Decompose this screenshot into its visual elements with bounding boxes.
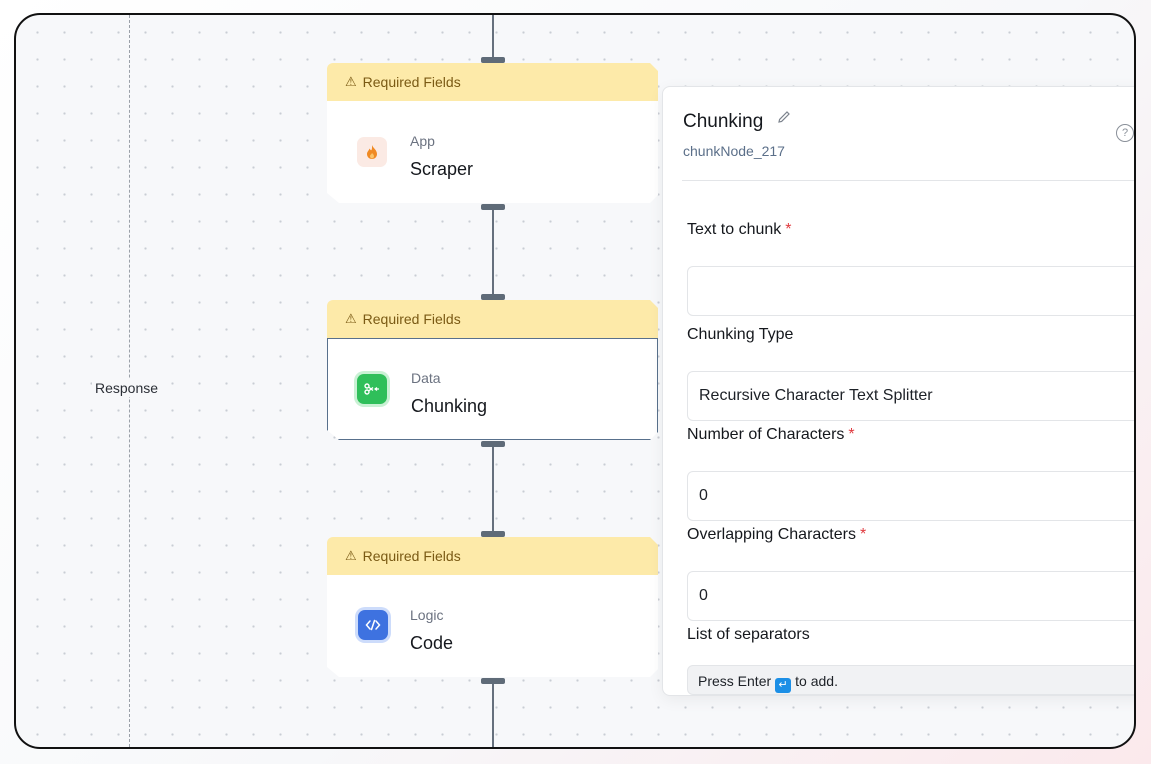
warning-text: Required Fields bbox=[362, 311, 461, 327]
warning-icon: ⚠ bbox=[345, 548, 357, 563]
edge bbox=[492, 443, 494, 534]
node-chunking[interactable]: ⚠ Required Fields Data Chunking bbox=[327, 300, 658, 440]
node-name: Scraper bbox=[410, 159, 474, 179]
warning-text: Required Fields bbox=[362, 548, 461, 564]
warning-icon: ⚠ bbox=[345, 74, 357, 89]
help-icon[interactable]: ? bbox=[1116, 124, 1134, 142]
node-category: Data bbox=[411, 370, 441, 386]
required-fields-banner: ⚠ Required Fields bbox=[327, 63, 658, 101]
required-fields-banner: ⚠ Required Fields bbox=[327, 537, 658, 575]
group-label: Response bbox=[92, 379, 162, 397]
node-input-handle[interactable] bbox=[481, 294, 505, 300]
node-card[interactable]: Logic Code bbox=[327, 575, 658, 677]
fire-icon bbox=[357, 137, 387, 167]
pencil-icon[interactable] bbox=[776, 109, 792, 130]
required-marker: * bbox=[785, 221, 792, 238]
separators-hint-end: to add. bbox=[795, 673, 838, 689]
required-marker: * bbox=[848, 426, 855, 443]
text-to-chunk-label: Text to chunk* bbox=[687, 221, 792, 238]
edge bbox=[492, 15, 494, 59]
chunking-type-label: Chunking Type bbox=[687, 326, 794, 343]
scissors-icon bbox=[357, 374, 387, 404]
required-fields-banner: ⚠ Required Fields bbox=[327, 300, 658, 338]
separators-hint-start: Press Enter bbox=[698, 673, 772, 689]
num-chars-input[interactable]: 0 bbox=[687, 471, 1134, 521]
node-category: Logic bbox=[410, 607, 444, 623]
edge bbox=[492, 205, 494, 297]
node-scraper[interactable]: ⚠ Required Fields App Scraper bbox=[327, 63, 658, 203]
edge bbox=[492, 680, 494, 747]
text-to-chunk-input[interactable] bbox=[687, 266, 1134, 316]
enter-key-icon: ↵ bbox=[775, 678, 792, 693]
num-chars-label: Number of Characters* bbox=[687, 426, 855, 443]
node-name: Chunking bbox=[411, 396, 488, 416]
node-id: chunkNode_217 bbox=[683, 143, 785, 159]
node-output-handle[interactable] bbox=[481, 441, 505, 447]
overlap-chars-input[interactable]: 0 bbox=[687, 571, 1134, 621]
separators-input[interactable]: Press Enter↵to add. bbox=[687, 665, 1134, 695]
node-input-handle[interactable] bbox=[481, 531, 505, 537]
warning-icon: ⚠ bbox=[345, 311, 357, 326]
workflow-canvas[interactable]: Response ⚠ Required Fields App Scraper ⚠… bbox=[14, 13, 1136, 749]
panel-title: Chunking bbox=[683, 111, 764, 132]
node-settings-panel: Chunking ? chunkNode_217 Text to chunk* … bbox=[662, 86, 1134, 696]
required-marker: * bbox=[859, 526, 867, 543]
code-icon bbox=[358, 610, 388, 640]
node-input-handle[interactable] bbox=[481, 57, 505, 63]
chunking-type-select[interactable]: Recursive Character Text Splitter bbox=[687, 371, 1134, 421]
node-output-handle[interactable] bbox=[481, 678, 505, 684]
overlap-chars-label: Overlapping Characters* bbox=[687, 526, 867, 543]
warning-text: Required Fields bbox=[362, 74, 461, 90]
node-code[interactable]: ⚠ Required Fields Logic Code bbox=[327, 537, 658, 677]
node-category: App bbox=[410, 133, 435, 149]
separators-label: List of separators bbox=[687, 626, 810, 643]
node-card[interactable]: Data Chunking bbox=[327, 338, 658, 440]
node-output-handle[interactable] bbox=[481, 204, 505, 210]
node-card[interactable]: App Scraper bbox=[327, 101, 658, 203]
node-name: Code bbox=[410, 633, 454, 653]
divider bbox=[682, 180, 1134, 181]
